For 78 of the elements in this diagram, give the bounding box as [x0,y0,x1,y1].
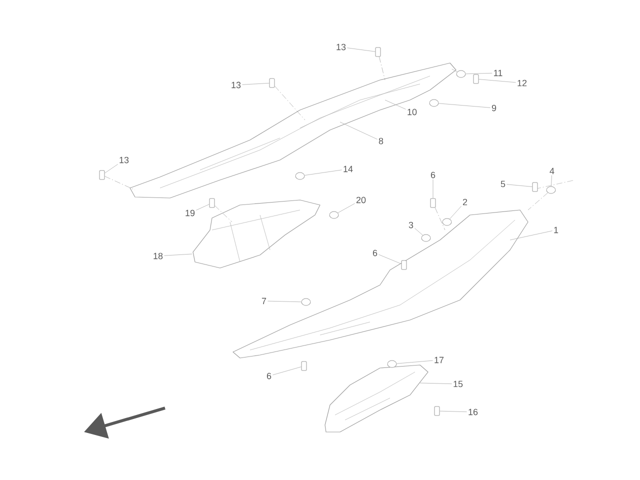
callout-number: 6 [372,250,378,256]
assembly-line [214,205,232,222]
callout-number: 2 [462,198,468,206]
assembly-line [104,176,136,190]
grommet-drawing [421,234,431,242]
leader-line [338,203,355,214]
bolt-drawing [430,198,436,208]
callout-number: 6 [266,372,272,380]
bolt-drawing [99,170,105,180]
callout-number: 8 [378,138,384,144]
callout-number: 13 [232,82,241,88]
leader-line [438,103,490,108]
grommet-drawing [456,70,466,78]
leader-line [420,382,452,384]
bolt-drawing [209,198,215,208]
callout-number: 13 [120,156,129,164]
callout-number: 16 [468,408,478,416]
grommet-drawing [301,298,311,306]
callout-number: 3 [408,222,414,228]
assembly-line [274,86,306,120]
callout-number: 9 [492,104,496,112]
leader-line [384,100,406,110]
callout-number: 5 [500,180,506,188]
callout-number: 19 [186,210,195,216]
bolt-drawing [375,47,381,57]
grommet-drawing [387,360,397,368]
grommet-drawing [442,218,452,226]
callout-number: 20 [356,196,366,204]
leader-line [268,300,302,302]
cover-drawing [192,200,320,268]
leader-line [551,175,552,186]
leader-line [272,366,302,376]
leader-line [414,228,423,236]
grommet-drawing [546,186,556,194]
grommet-drawing [329,211,339,219]
leader-line [478,79,516,83]
callout-number: 6 [430,172,436,178]
leader-line [340,122,378,140]
assembly-line [434,208,446,230]
bolt-drawing [301,361,307,371]
cover-drawing [130,62,456,198]
callout-number: 4 [550,168,554,174]
callout-number: 18 [154,252,163,260]
bolt-drawing [434,406,440,416]
leader-line [510,230,552,240]
callout-number: 15 [454,380,463,388]
callout-number: 13 [336,44,346,50]
leader-line [432,179,434,198]
cover-drawing [232,210,528,358]
bolt-drawing [269,78,275,88]
bolt-drawing [532,182,538,192]
leader-line [347,48,376,52]
callout-number: 7 [262,298,266,304]
leader-line [450,206,462,220]
assembly-line [528,192,548,210]
callout-number: 10 [408,108,417,116]
assembly-line [379,56,386,80]
leader-line [304,170,342,176]
leader-line [440,410,467,412]
assembly-line [450,68,458,72]
cover-drawing [324,364,428,432]
grommet-drawing [295,172,305,180]
leader-line [378,254,402,264]
callout-number: 1 [554,226,558,234]
leader-line [104,164,118,174]
leader-line [242,82,270,85]
callout-number: 12 [518,80,527,86]
leader-line [164,254,192,256]
leader-line [466,72,492,74]
callout-number: 11 [494,70,502,76]
bolt-drawing [473,74,479,84]
callout-number: 14 [344,166,353,172]
bolt-drawing [401,260,407,270]
leader-line [196,204,210,210]
callout-number: 17 [434,356,444,364]
leader-line [506,184,532,187]
grommet-drawing [429,99,439,107]
leader-line [396,360,433,364]
